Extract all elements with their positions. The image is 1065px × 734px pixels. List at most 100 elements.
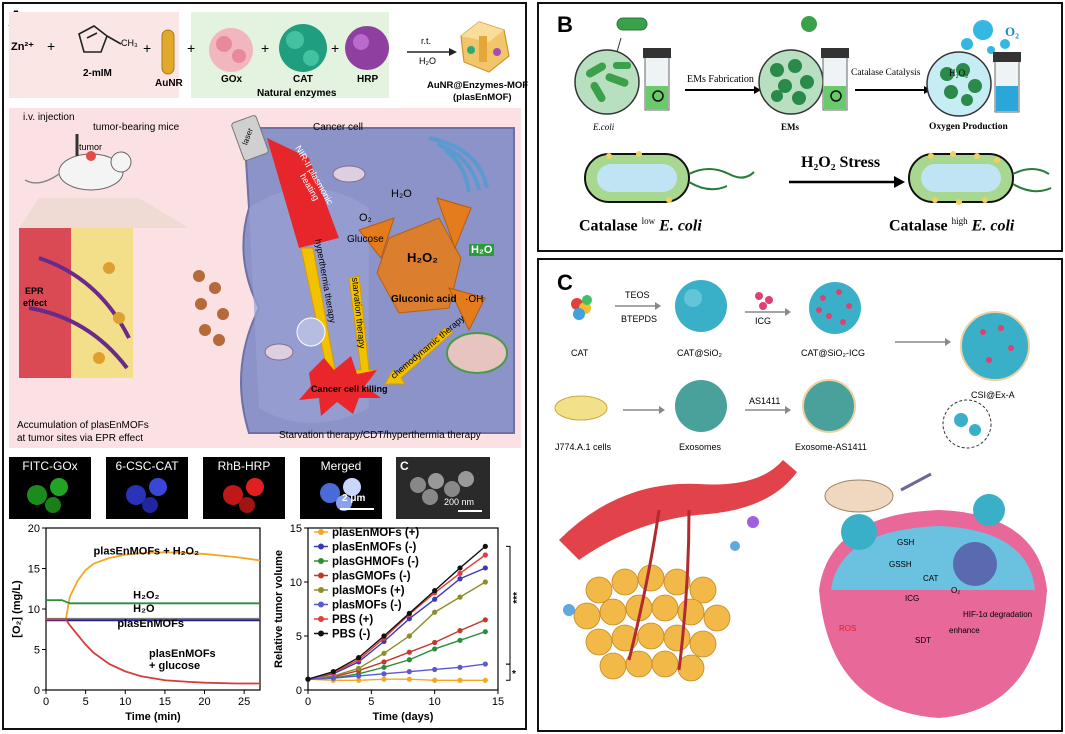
chart1-legend-label-0: plasEnMOFs (+) — [332, 527, 419, 539]
mitochondrion-2 — [446, 332, 508, 374]
chart0-ytick-label-3: 15 — [28, 564, 40, 576]
micro-label-tem: C — [400, 459, 409, 473]
chart1-ylabel: Relative tumor volume — [273, 550, 285, 668]
scheme-drawing — [78, 21, 510, 75]
chart1-point-5-7 — [482, 661, 488, 667]
chart1-significance-0: *** — [512, 592, 523, 604]
chart1-legend-label-4: plasMOFs (+) — [332, 585, 405, 597]
panel-a: A Zn²⁺ + 2-mIM CH₃ + AuNR + GOx + CAT + — [2, 2, 528, 730]
csi-label: CSI@Ex-A — [971, 390, 1015, 400]
chart1-point-5-1 — [330, 675, 336, 681]
panel-b: B E.col — [537, 2, 1063, 252]
therapy-scheme: i.v. injection tumor-bearing mice tumor … — [9, 108, 521, 448]
chart1-point-7-4 — [406, 610, 412, 616]
petri-dish — [554, 395, 608, 421]
chart1-xtick-label-2: 10 — [429, 696, 441, 708]
chart1-point-7-6 — [457, 565, 463, 571]
cat-sio2-icg-sphere — [809, 282, 861, 334]
chart1-point-6-7 — [482, 552, 488, 558]
chart0-series-0 — [46, 551, 261, 621]
chart1-point-7-7 — [482, 543, 488, 549]
chart1-point-6-6 — [457, 570, 463, 576]
chart0-xtick-label-3: 15 — [159, 696, 171, 708]
chart0-xlabel: Time (min) — [125, 711, 181, 723]
chart0-ytick-label-2: 10 — [28, 604, 40, 616]
h2o2-label: H₂O₂ — [407, 250, 439, 265]
nanoparticles — [193, 270, 229, 346]
chart1-point-7-3 — [381, 633, 387, 639]
icg-label: ICG — [755, 316, 772, 326]
cat-cluster — [571, 295, 592, 320]
vesicle — [296, 317, 326, 347]
chart1-xtick-label-1: 5 — [368, 696, 374, 708]
laser-device — [231, 115, 269, 161]
mim-label: 2-mIM — [83, 68, 112, 79]
chart1-significance-1: * — [512, 669, 516, 680]
chart1-series-1 — [307, 567, 486, 680]
plus-1: + — [47, 38, 56, 54]
chart1-point-2-6 — [457, 637, 463, 643]
chart1-ytick-label-1: 5 — [296, 631, 302, 643]
catalase-low-species: E. coli — [659, 217, 702, 235]
micro-label-fitc: FITC-GOx — [22, 459, 78, 473]
micro-tem: C 200 nm — [396, 457, 490, 519]
catalase-high-sup: high — [951, 216, 968, 226]
chart1-point-7-2 — [356, 655, 362, 661]
mof-crystal — [460, 21, 510, 73]
csi-exa-sphere — [960, 311, 1030, 381]
micro-label-csc: 6-CSC-CAT — [115, 459, 179, 473]
chart0-xtick-label-0: 0 — [43, 696, 49, 708]
tumor-cells — [573, 564, 731, 682]
effect-label: effect — [23, 298, 48, 308]
fab-label: EMs Fabrication — [687, 74, 754, 85]
chart0-xtick-label-1: 5 — [83, 696, 89, 708]
chart1-point-7-1 — [330, 669, 336, 675]
as1411-label: AS1411 — [749, 396, 781, 406]
chart1-legend-label-1: plasEnMOFs (-) — [332, 542, 417, 554]
therapy-footer-label: Starvation therapy/CDT/hyperthermia ther… — [279, 430, 481, 441]
chart1-legend-marker-0 — [318, 529, 324, 535]
catalase-high-species: E. coli — [971, 217, 1015, 235]
red-beam — [267, 138, 339, 248]
accumulation-label-1: Accumulation of plasEnMOFs — [17, 420, 149, 431]
panel-c-drawing — [554, 280, 1047, 718]
chart1-xtick-label-3: 15 — [492, 696, 504, 708]
hrp-blob — [345, 26, 389, 70]
chart1-point-3-4 — [406, 649, 412, 655]
chart1-legend-marker-3 — [318, 572, 324, 579]
chart1-point-0-2 — [356, 677, 362, 683]
cat-sio2-sphere — [675, 280, 727, 332]
chart1-xlabel: Time (days) — [373, 711, 434, 723]
c-cat-label: CAT — [571, 348, 589, 358]
catsio2-label: CAT@SiO₂ — [677, 348, 722, 358]
chart1-point-5-2 — [356, 673, 362, 679]
tissue-section — [19, 228, 133, 378]
chart0-annotation-2: H₂O — [133, 603, 155, 615]
chart0-xtick-label-5: 25 — [238, 696, 250, 708]
catalase-low-label: Catalase low E. coli — [579, 216, 702, 235]
gsh-label: GSH — [897, 538, 915, 547]
gssh-label: GSSH — [889, 560, 912, 569]
plus-5: + — [331, 40, 340, 56]
chart1-bracket-1 — [506, 663, 511, 681]
oxygen-circle — [926, 51, 992, 117]
catalase-low-word: Catalase — [579, 217, 638, 235]
chart1-point-3-5 — [432, 639, 438, 646]
chart1-ytick-label-3: 15 — [290, 523, 302, 535]
chart1-series-3 — [307, 619, 486, 680]
panel-c: C — [537, 258, 1063, 732]
chart1-point-0-6 — [457, 677, 463, 683]
chart1-legend-label-5: plasMOFs (-) — [332, 600, 402, 612]
cat-blob — [279, 24, 327, 72]
rt-label: r.t. — [421, 36, 432, 46]
plus-3: + — [187, 40, 196, 56]
chart0-xtick-label-4: 20 — [198, 696, 210, 708]
chart0-annotation-1: H₂O₂ — [133, 589, 159, 601]
mitochondrion-3 — [264, 343, 294, 361]
chart1-point-2-3 — [381, 664, 387, 670]
chart1-point-5-5 — [432, 666, 438, 673]
catsio2icg-label: CAT@SiO₂-ICG — [801, 348, 865, 358]
ems-icon — [801, 16, 817, 32]
chart1-point-0-3 — [381, 676, 387, 682]
